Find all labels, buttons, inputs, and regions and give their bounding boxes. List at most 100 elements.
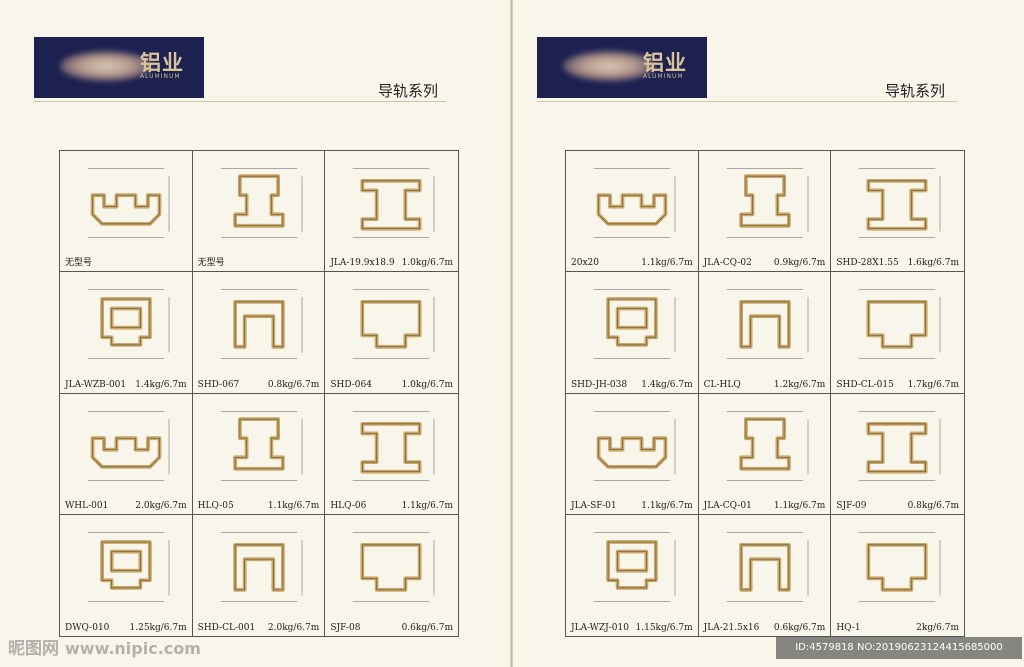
profile-weight: 1.15kg/6.7m — [635, 623, 693, 633]
profile-drawing-icon — [87, 410, 170, 481]
profile-code: SHD-CL-015 — [836, 379, 894, 390]
profile-caption: 无型号 — [195, 255, 323, 268]
profile-drawing-icon — [353, 168, 435, 238]
profile-caption: SHD-CL-015 1.7kg/6.7m — [833, 380, 962, 390]
profile-code: SHD-CL-001 — [197, 623, 256, 633]
profile-drawing-icon — [353, 531, 435, 602]
profile-weight — [319, 255, 322, 268]
blurred-logo-mark — [563, 51, 655, 81]
profile-cell: JLA-21.5x16 0.6kg/6.7m — [699, 514, 832, 636]
blurred-logo-mark — [60, 51, 152, 81]
profile-caption: 无型号 — [62, 255, 190, 268]
profile-drawing-icon — [726, 289, 808, 359]
watermark-url: www.nipic.com — [65, 639, 201, 658]
profile-cell: HQ-1 2kg/6.7m — [831, 515, 964, 636]
profile-drawing-icon — [87, 289, 170, 359]
profile-weight: 1.6kg/6.7m — [907, 258, 959, 269]
section-title: 导轨系列 — [378, 82, 439, 100]
profile-drawing-icon — [353, 289, 435, 359]
profile-code: HQ-1 — [836, 623, 861, 633]
logo-sub-text: ALUMINUM — [140, 73, 181, 80]
profile-cell: 无型号 — [192, 151, 326, 273]
profile-weight: 1.4kg/6.7m — [641, 379, 693, 390]
profile-drawing-icon — [87, 531, 170, 602]
profile-caption: SJF-09 0.8kg/6.7m — [833, 501, 962, 511]
profile-code: SHD-067 — [197, 379, 240, 390]
profile-weight: 0.6kg/6.7m — [773, 623, 826, 633]
profile-cell: SHD-067 0.8kg/6.7m — [192, 272, 326, 394]
logo-brand-text: 铝业 — [140, 51, 184, 75]
profile-weight: 1.1kg/6.7m — [267, 500, 320, 511]
profile-weight: 2.0kg/6.7m — [135, 500, 187, 511]
profile-drawing-icon — [220, 531, 302, 602]
profile-weight — [187, 255, 190, 268]
profile-code: SJF-09 — [836, 500, 867, 511]
profile-drawing-icon — [726, 410, 808, 481]
profile-cell: SHD-28X1.55 1.6kg/6.7m — [831, 151, 964, 273]
profile-drawing-icon — [859, 410, 941, 481]
profile-drawing-icon — [220, 410, 302, 481]
title-divider — [34, 101, 446, 102]
profile-code: JLA-21.5x16 — [703, 623, 760, 633]
profile-drawing-icon — [859, 168, 941, 238]
profile-caption: SHD-067 0.8kg/6.7m — [195, 380, 323, 390]
profile-weight: 0.6kg/6.7m — [401, 623, 453, 633]
profile-code: JLA-19.9x18.9 — [330, 258, 395, 269]
profile-code: 无型号 — [65, 258, 93, 269]
profile-drawing-icon — [593, 410, 676, 481]
profile-drawing-icon — [593, 531, 676, 602]
section-title: 导轨系列 — [885, 82, 946, 100]
profile-drawing-icon — [859, 531, 941, 602]
profile-weight: 2kg/6.7m — [916, 623, 959, 633]
profile-drawing-icon — [220, 289, 302, 359]
profile-drawing-icon — [220, 168, 302, 238]
profile-weight: 1.7kg/6.7m — [907, 379, 959, 390]
profile-code: WHL-001 — [65, 500, 109, 511]
profile-weight: 1.1kg/6.7m — [641, 500, 693, 511]
profile-cell: SJF-09 0.8kg/6.7m — [831, 394, 964, 515]
profile-weight: 1.25kg/6.7m — [129, 623, 187, 633]
profile-drawing-icon — [726, 168, 808, 238]
profile-code: HLQ-06 — [330, 500, 367, 511]
profile-code: SJF-08 — [330, 623, 361, 633]
profile-code: SHD-28X1.55 — [836, 258, 899, 269]
profile-code: DWQ-010 — [65, 623, 110, 633]
profile-code: JLA-CQ-01 — [703, 500, 752, 511]
profile-caption: JLA-21.5x16 0.6kg/6.7m — [701, 623, 829, 633]
logo-brand-text: 铝业 — [643, 51, 687, 75]
profile-code: 无型号 — [197, 258, 225, 269]
profile-weight: 0.8kg/6.7m — [267, 379, 320, 390]
profile-cell: 无型号 — [60, 151, 193, 273]
profile-weight: 1.1kg/6.7m — [401, 500, 453, 511]
profile-code: SHD-064 — [330, 379, 372, 390]
profile-cell: JLA-WZJ-010 1.15kg/6.7m — [566, 514, 699, 636]
profile-caption: JLA-WZJ-010 1.15kg/6.7m — [568, 623, 696, 633]
profile-code: CL-HLQ — [703, 379, 741, 390]
profile-caption: WHL-001 2.0kg/6.7m — [62, 501, 190, 511]
profile-weight: 1.4kg/6.7m — [135, 379, 187, 390]
profile-drawing-icon — [593, 168, 676, 238]
profile-weight: 0.8kg/6.7m — [907, 500, 959, 511]
profile-drawing-icon — [87, 168, 170, 238]
profile-caption: JLA-WZB-001 1.4kg/6.7m — [62, 380, 190, 390]
profile-cell: SJF-08 0.6kg/6.7m — [325, 515, 458, 636]
profile-code: JLA-WZJ-010 — [571, 623, 629, 633]
profile-code: JLA-WZB-001 — [65, 379, 127, 390]
